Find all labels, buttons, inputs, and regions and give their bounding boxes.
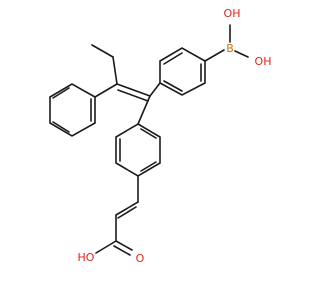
acid-carbonyl-oxygen: O bbox=[136, 252, 145, 265]
ring-to-boron-bond bbox=[204, 49, 225, 62]
molecule-canvas: B OH OH HO O bbox=[49, 7, 272, 265]
alkene-to-lower-ring-bond bbox=[137, 95, 151, 125]
acid-hydroxyl: HO bbox=[78, 251, 95, 264]
boronic-hydroxyl-right: OH bbox=[255, 55, 272, 68]
boronic-phenyl-ring bbox=[159, 47, 206, 96]
boron-atom: B bbox=[226, 42, 234, 55]
boronic-hydroxyl-top: OH bbox=[224, 7, 241, 20]
alkene-to-upper-ring-bond bbox=[149, 82, 161, 97]
phenyl-to-alkene-bond bbox=[94, 83, 118, 98]
central-alkene bbox=[116, 83, 151, 102]
structure-diagram: B OH OH HO O bbox=[49, 7, 272, 265]
ethyl-group bbox=[91, 44, 118, 85]
boronic-acid-group: B OH OH bbox=[224, 7, 272, 68]
lower-phenyl-ring bbox=[115, 123, 161, 177]
phenyl-ring bbox=[49, 83, 96, 137]
acrylic-acid-chain: HO O bbox=[78, 175, 145, 265]
